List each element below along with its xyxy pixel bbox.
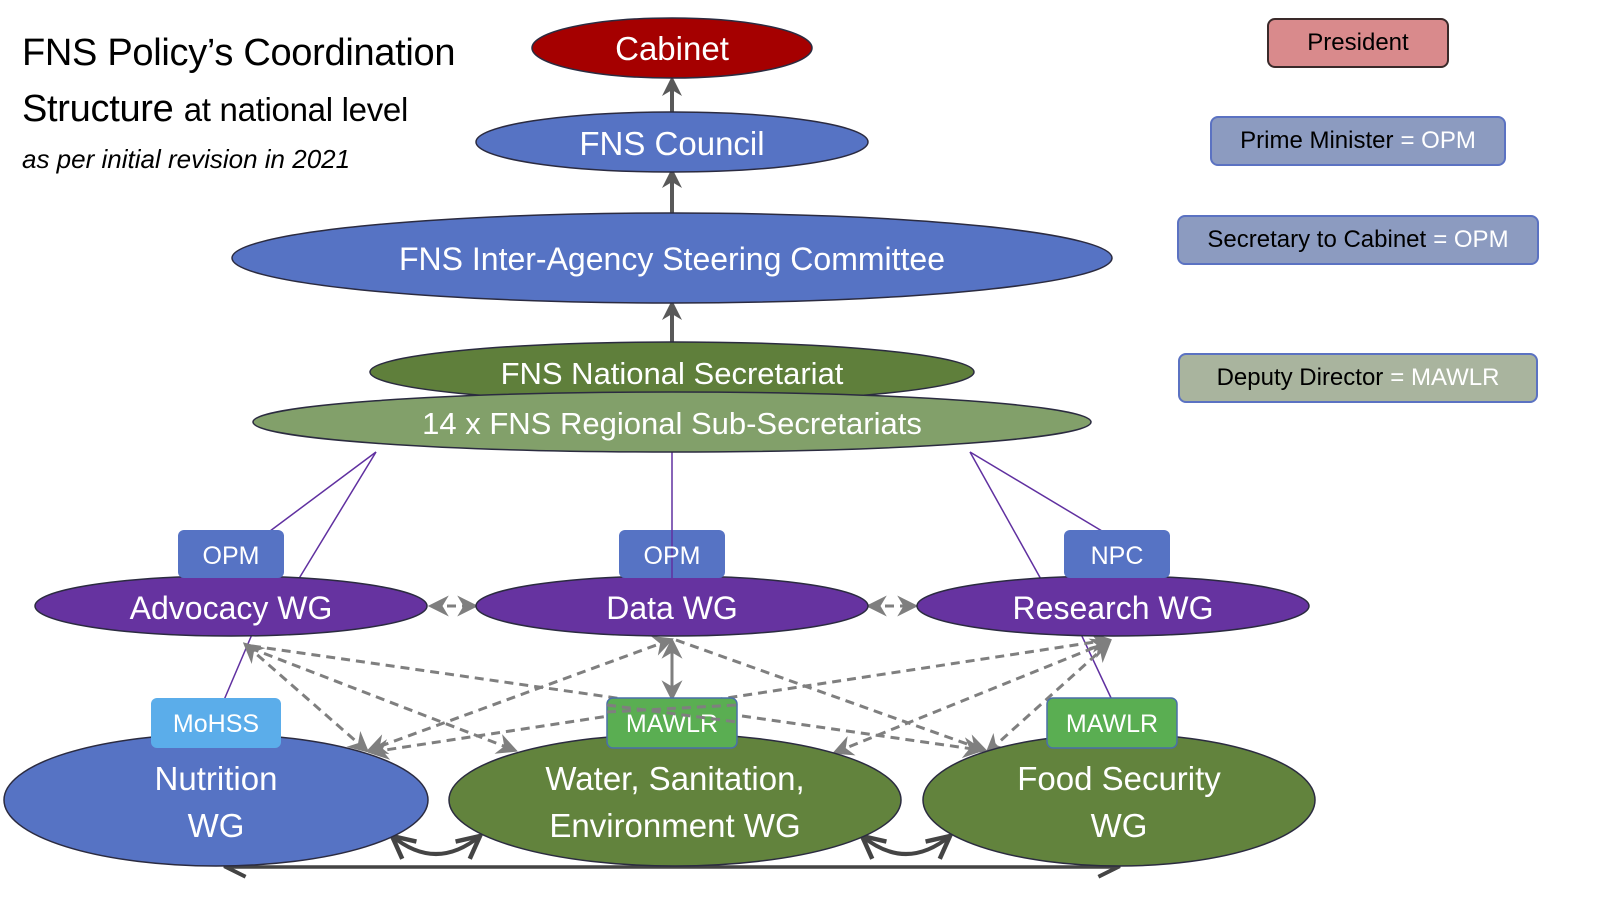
title-structure-word: Structure bbox=[22, 88, 174, 130]
link-research-foodsec bbox=[984, 641, 1112, 755]
link-advocacy-nutrition bbox=[242, 642, 370, 753]
badge-wash-lead: MAWLR bbox=[606, 697, 738, 749]
title-subtitle: as per initial revision in 2021 bbox=[22, 144, 351, 174]
food-security-lead-label: MAWLR bbox=[1066, 710, 1158, 738]
legend-prime-minister-value: = OPM bbox=[1400, 127, 1476, 154]
legend-deputy-director-label: Deputy Director bbox=[1216, 364, 1384, 391]
connector-regional-to-opm-advocacy bbox=[257, 451, 377, 541]
fns-council-label: FNS Council bbox=[579, 125, 764, 162]
link-advocacy-wash bbox=[249, 646, 518, 754]
fns-council-ellipse bbox=[475, 111, 869, 173]
link-research-nutrition bbox=[367, 632, 1113, 760]
food-security-wg-label-line1: Food Security bbox=[1017, 760, 1221, 797]
national-secretariat-label: FNS National Secretariat bbox=[501, 356, 844, 391]
food-security-wg-ellipse bbox=[922, 733, 1316, 867]
data-wg-label: Data WG bbox=[606, 590, 738, 626]
node-data-wg: Data WG bbox=[475, 575, 869, 637]
cabinet-label: Cabinet bbox=[615, 30, 729, 67]
wash-wg-label-line1: Water, Sanitation, bbox=[545, 760, 804, 797]
legend-deputy-director: Deputy Director = MAWLR bbox=[1178, 353, 1538, 403]
node-research-wg: Research WG bbox=[916, 575, 1310, 637]
connector-regional-to-npc bbox=[969, 451, 1118, 541]
research-lead-label: NPC bbox=[1091, 542, 1144, 570]
node-advocacy-wg: Advocacy WG bbox=[34, 575, 428, 637]
data-lead-label: OPM bbox=[644, 542, 701, 570]
node-national-secretariat: FNS National Secretariat bbox=[369, 341, 975, 403]
node-food-security-wg: Food Security WG bbox=[922, 733, 1316, 867]
connector-regional-to-research bbox=[969, 451, 1048, 591]
wash-wg-ellipse bbox=[448, 733, 902, 867]
dashed-overlay-wash-badge bbox=[606, 703, 738, 724]
advocacy-wg-label: Advocacy WG bbox=[130, 590, 333, 626]
wash-wg-label-line2: Environment WG bbox=[549, 807, 800, 844]
legend-secretary-value: = OPM bbox=[1433, 226, 1509, 253]
food-security-lead-box bbox=[1046, 697, 1178, 749]
steering-committee-label: FNS Inter-Agency Steering Committee bbox=[399, 241, 945, 277]
connector-regional-to-advocacy bbox=[291, 451, 377, 591]
badge-advocacy-lead: OPM bbox=[178, 530, 284, 578]
badge-nutrition-lead: MoHSS bbox=[151, 698, 281, 748]
steering-committee-ellipse bbox=[231, 212, 1113, 304]
node-wash-wg: Water, Sanitation, Environment WG bbox=[448, 733, 902, 867]
badge-data-lead: OPM bbox=[619, 530, 725, 578]
legend-deputy-director-value: = MAWLR bbox=[1390, 364, 1500, 391]
curve-nutrition-wash bbox=[392, 836, 480, 854]
advocacy-lead-box bbox=[178, 530, 284, 578]
bottom-curved-arrows bbox=[226, 836, 1118, 867]
research-lead-box bbox=[1064, 530, 1170, 578]
title-line-1: FNS Policy’s Coordination bbox=[22, 32, 456, 74]
badge-food-security-lead: MAWLR bbox=[1046, 697, 1178, 749]
nutrition-wg-label-line1: Nutrition bbox=[155, 760, 278, 797]
badge-research-lead: NPC bbox=[1064, 530, 1170, 578]
diagram-title: FNS Policy’s Coordination Structure at n… bbox=[22, 26, 456, 179]
nutrition-wg-ellipse bbox=[3, 733, 429, 867]
advocacy-lead-label: OPM bbox=[203, 542, 260, 570]
legend-president: President bbox=[1267, 18, 1449, 68]
connector-advocacy-to-mohss bbox=[223, 631, 254, 701]
node-regional-subsecretariats: 14 x FNS Regional Sub-Secretariats bbox=[252, 391, 1092, 453]
curve-wash-foodsec bbox=[862, 836, 950, 854]
nutrition-lead-label: MoHSS bbox=[173, 710, 259, 738]
title-line-2: Structure at national level bbox=[22, 80, 455, 139]
legend-secretary-to-cabinet: Secretary to Cabinet = OPM bbox=[1177, 215, 1539, 265]
legend-prime-minister-label: Prime Minister bbox=[1240, 127, 1394, 154]
nutrition-lead-box bbox=[151, 698, 281, 748]
node-steering-committee: FNS Inter-Agency Steering Committee bbox=[231, 212, 1113, 304]
food-security-wg-label-line2: WG bbox=[1091, 807, 1148, 844]
title-national-level: at national level bbox=[183, 91, 409, 128]
research-wg-label: Research WG bbox=[1013, 590, 1214, 626]
legend-secretary-label: Secretary to Cabinet bbox=[1207, 226, 1427, 253]
regional-subsecretariats-ellipse bbox=[252, 391, 1092, 453]
regional-subsecretariats-label: 14 x FNS Regional Sub-Secretariats bbox=[422, 406, 922, 441]
legend-president-label: President bbox=[1307, 29, 1409, 56]
cabinet-ellipse bbox=[531, 17, 813, 79]
node-fns-council: FNS Council bbox=[475, 111, 869, 173]
nutrition-wg-label-line2: WG bbox=[188, 807, 245, 844]
node-cabinet: Cabinet bbox=[531, 17, 813, 79]
node-nutrition-wg: Nutrition WG bbox=[3, 733, 429, 867]
legend-prime-minister: Prime Minister = OPM bbox=[1210, 116, 1506, 166]
